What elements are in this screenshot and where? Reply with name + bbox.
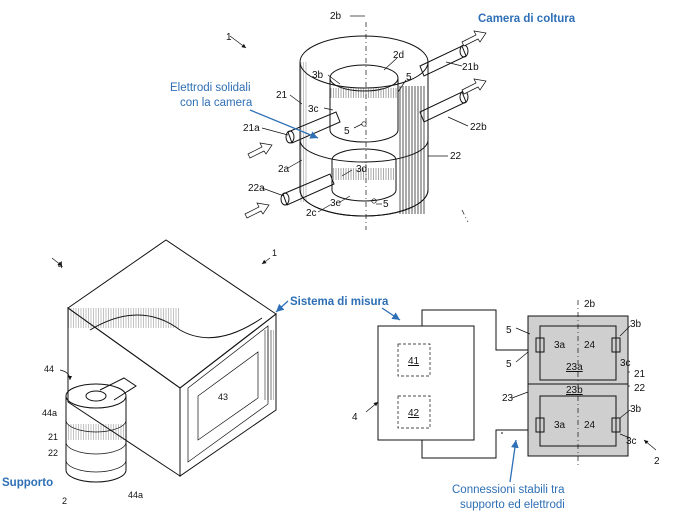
schematic-drawing: [365, 300, 657, 466]
ref-4-left: 4: [58, 260, 63, 270]
ref-5-upper: 5: [406, 72, 412, 83]
ref-2-right: 2: [654, 456, 660, 467]
callout-connessioni-line2: supporto ed elettrodi: [460, 499, 565, 511]
ref-43: 43: [218, 392, 228, 402]
callout-sistema-di-misura: Sistema di misura: [290, 296, 389, 308]
callout-sistema-arrow-right: [381, 307, 401, 321]
ref-44a-bottom: 44a: [128, 490, 143, 500]
ref-22-left: 22: [48, 448, 58, 458]
schematic-reference-labels: 4 41 42 5 5 2b 3b 3a 24 3c 23a 21 23b 22…: [352, 299, 660, 467]
ref-3e: 3e: [330, 198, 342, 209]
electrode-22b: [419, 90, 469, 123]
ref-3d: 3d: [356, 164, 367, 175]
callouts: Camera di coltura Elettrodi solidali con…: [2, 13, 576, 511]
ref-42: 42: [408, 408, 420, 419]
ref-21: 21: [276, 90, 288, 101]
ref-23: 23: [502, 393, 514, 404]
electrode-21a: [285, 111, 341, 144]
ref-2b: 2b: [330, 11, 342, 22]
ref-3a-top: 3a: [554, 340, 566, 351]
instrument-right-face: [179, 312, 277, 477]
ref-23b: 23b: [566, 385, 583, 396]
callout-elettrodi-line1: Elettrodi solidali: [170, 82, 251, 94]
ref-5-top-right: 5: [506, 325, 512, 336]
ref-3b: 3b: [312, 70, 324, 81]
module-42-box: [397, 395, 431, 429]
callout-elettrodi-arrow: [249, 109, 319, 139]
ref-44a-top: 44a: [42, 408, 57, 418]
callout-camera-di-coltura: Camera di coltura: [478, 13, 576, 25]
ref-21-right: 21: [634, 369, 646, 380]
chamber-reference-labels: 1 2b 2d 3b 5 21 21b 3c 5 21a 22b 2a 22 3…: [226, 11, 487, 219]
ref-22a: 22a: [248, 183, 265, 194]
supporto-holder: [65, 377, 137, 483]
callout-connessioni-arrow: [509, 439, 519, 483]
ref-3b-bottom-right: 3b: [630, 404, 642, 415]
ref-2a: 2a: [278, 164, 290, 175]
ref-2-left: 2: [62, 496, 67, 506]
callout-elettrodi-line2: con la camera: [180, 97, 253, 109]
electrode-22a: [280, 173, 335, 206]
ref-3b-top-right: 3b: [630, 319, 642, 330]
ref-23a: 23a: [566, 362, 583, 373]
electrode-21b: [419, 44, 469, 77]
ref-24-top: 24: [584, 340, 596, 351]
ref-5-middle: 5: [344, 126, 350, 137]
ref-22-right: 22: [634, 383, 646, 394]
ref-2d: 2d: [393, 50, 404, 61]
ref-3c-bottom: 3c: [626, 436, 637, 447]
ref-21a: 21a: [243, 123, 260, 134]
measurement-system-drawing: [51, 239, 277, 483]
ref-24-bottom: 24: [584, 420, 596, 431]
ref-41: 41: [408, 356, 420, 367]
ref-3c-top: 3c: [620, 358, 631, 369]
ref-21b: 21b: [462, 62, 479, 73]
ref-2b-right: 2b: [584, 299, 596, 310]
measurement-reference-labels: 4 1 44 44a 21 22 43 2 44a: [42, 248, 277, 506]
measurement-unit-box: [377, 325, 475, 441]
ref-3c: 3c: [308, 104, 319, 115]
ref-44: 44: [44, 364, 54, 374]
ref-1-bottom: 1: [272, 248, 277, 258]
ref-5-lower: 5: [383, 199, 389, 210]
ref-21-left: 21: [48, 432, 58, 442]
ref-2c: 2c: [306, 208, 317, 219]
inner-chamber-top: [329, 64, 399, 92]
ref-1-top: 1: [226, 32, 232, 43]
callout-connessioni-line1: Connessioni stabili tra: [452, 484, 565, 496]
callout-supporto: Supporto: [2, 477, 53, 489]
ref-3a-bottom: 3a: [554, 420, 566, 431]
ref-22: 22: [450, 151, 462, 162]
flow-arrows: [244, 30, 487, 219]
ref-5-mid-right: 5: [506, 359, 512, 370]
ref-4-right: 4: [352, 412, 358, 423]
module-41-box: [397, 343, 431, 377]
ref-22b: 22b: [470, 122, 487, 133]
callout-sistema-arrow-left: [275, 300, 289, 313]
culture-chamber-drawing: [229, 15, 487, 230]
